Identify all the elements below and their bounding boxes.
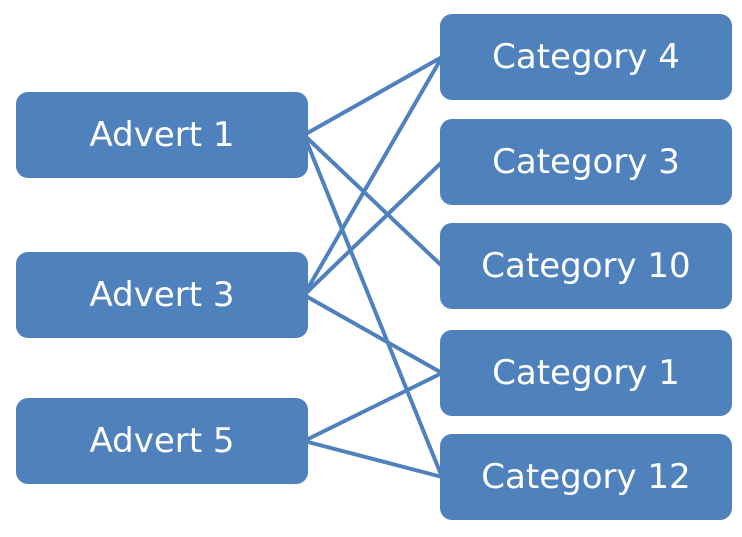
advert-node-1: Advert 1 — [16, 92, 308, 178]
category-label: Category 12 — [481, 457, 691, 497]
advert-label: Advert 1 — [89, 115, 235, 155]
link-advert-5-to-category-12 — [303, 439, 443, 479]
link-advert-3-to-category-4 — [302, 55, 444, 297]
link-advert-1-to-category-12 — [302, 134, 444, 478]
link-advert-3-to-category-3 — [302, 160, 444, 297]
link-advert-1-to-category-10 — [302, 133, 444, 268]
link-advert-5-to-category-1 — [303, 371, 443, 443]
category-node-10: Category 10 — [440, 223, 732, 309]
category-label: Category 1 — [492, 353, 680, 393]
category-label: Category 3 — [492, 142, 680, 182]
category-node-12: Category 12 — [440, 434, 732, 520]
category-label: Category 10 — [481, 246, 691, 286]
category-node-1: Category 1 — [440, 330, 732, 416]
category-label: Category 4 — [492, 37, 680, 77]
category-node-4: Category 4 — [440, 14, 732, 100]
category-node-3: Category 3 — [440, 119, 732, 205]
advert-node-3: Advert 3 — [16, 252, 308, 338]
link-advert-1-to-category-4 — [303, 55, 443, 137]
link-advert-3-to-category-1 — [303, 293, 443, 375]
advert-node-5: Advert 5 — [16, 398, 308, 484]
advert-label: Advert 5 — [89, 421, 235, 461]
advert-label: Advert 3 — [89, 275, 235, 315]
